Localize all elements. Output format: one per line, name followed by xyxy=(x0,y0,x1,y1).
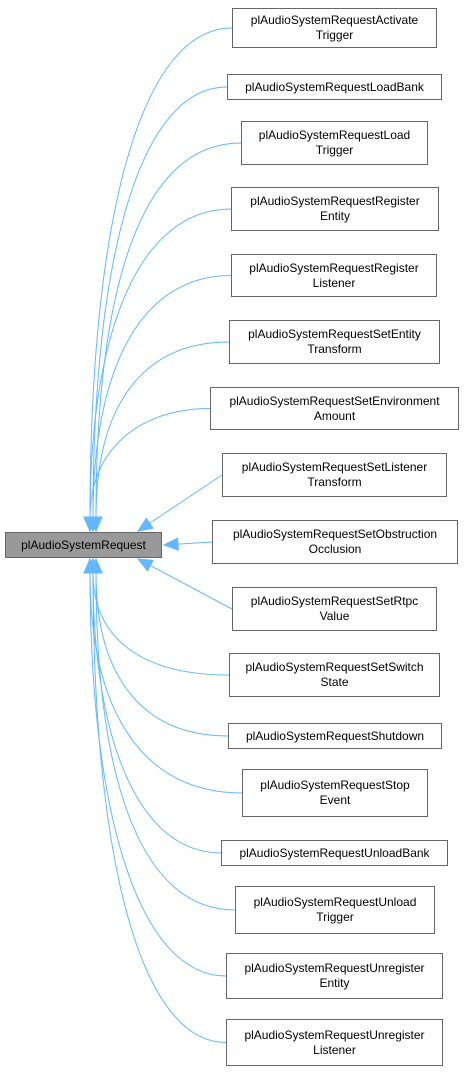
inheritance-edge xyxy=(150,565,233,610)
inheritance-edge xyxy=(95,572,236,911)
child-class-node-set-rtpc-value[interactable]: plAudioSystemRequestSetRtpc Value xyxy=(232,587,437,631)
inheritance-edge xyxy=(177,541,213,545)
inheritance-edge xyxy=(89,572,243,794)
child-class-node-load-trigger[interactable]: plAudioSystemRequestLoad Trigger xyxy=(241,121,428,165)
inheritance-edge xyxy=(95,341,230,518)
inheritance-edge xyxy=(89,208,232,518)
inheritance-arrowhead xyxy=(136,558,154,572)
inheritance-edge xyxy=(92,572,227,1043)
child-class-node-set-switch-state[interactable]: plAudioSystemRequestSetSwitch State xyxy=(229,653,440,697)
child-class-node-register-listener[interactable]: plAudioSystemRequestRegister Listener xyxy=(231,254,437,297)
inheritance-arrowhead xyxy=(162,537,179,551)
inheritance-edge xyxy=(89,572,227,977)
child-class-node-shutdown[interactable]: plAudioSystemRequestShutdown xyxy=(228,723,442,749)
child-class-node-stop-event[interactable]: plAudioSystemRequestStop Event xyxy=(242,769,428,817)
child-class-node-set-listener-transform[interactable]: plAudioSystemRequestSetListener Transfor… xyxy=(222,453,447,497)
inheritance-edge xyxy=(92,572,222,854)
child-class-node-unregister-listener[interactable]: plAudioSystemRequestUnregister Listener xyxy=(226,1019,443,1066)
inheritance-edge xyxy=(92,275,232,518)
inheritance-edge xyxy=(89,27,233,518)
inheritance-edge xyxy=(92,86,228,518)
child-class-node-set-obstruction-occlusion[interactable]: plAudioSystemRequestSetObstruction Occlu… xyxy=(212,520,458,564)
child-class-node-set-environment-amount[interactable]: plAudioSystemRequestSetEnvironment Amoun… xyxy=(210,387,459,430)
root-class-node[interactable]: plAudioSystemRequest xyxy=(5,532,162,558)
inheritance-edge xyxy=(92,572,230,676)
child-class-node-load-bank[interactable]: plAudioSystemRequestLoadBank xyxy=(227,74,442,100)
inheritance-edge xyxy=(149,474,223,524)
child-class-node-unregister-entity[interactable]: plAudioSystemRequestUnregister Entity xyxy=(226,953,443,999)
child-class-node-activate-trigger[interactable]: plAudioSystemRequestActivate Trigger xyxy=(232,8,437,48)
inheritance-edge xyxy=(95,572,229,737)
child-class-node-register-entity[interactable]: plAudioSystemRequestRegister Entity xyxy=(231,187,439,231)
child-class-node-set-entity-transform[interactable]: plAudioSystemRequestSetEntity Transform xyxy=(229,320,440,364)
child-class-node-unload-trigger[interactable]: plAudioSystemRequestUnload Trigger xyxy=(235,886,435,934)
child-class-node-unload-bank[interactable]: plAudioSystemRequestUnloadBank xyxy=(221,840,448,866)
inheritance-edge xyxy=(95,142,242,518)
inheritance-edge xyxy=(89,408,211,518)
inheritance-arrowhead xyxy=(136,517,154,532)
